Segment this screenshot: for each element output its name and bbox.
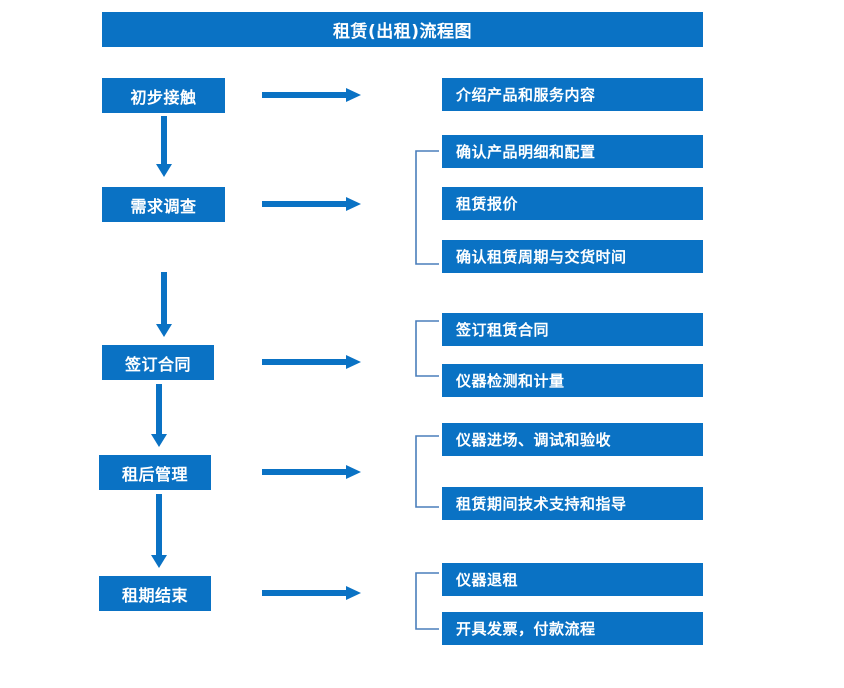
detail-label: 仪器退租 [456,571,519,589]
group-bracket-3 [414,435,440,508]
detail-box-8[interactable]: 租赁期间技术支持和指导 [442,487,703,520]
right-arrow-icon-2 [262,195,362,213]
detail-label: 签订租赁合同 [456,321,550,339]
detail-label: 租赁报价 [456,195,519,213]
stage-label: 签订合同 [124,354,191,374]
detail-label: 开具发票，付款流程 [456,620,596,638]
group-bracket-2 [414,320,440,377]
right-arrow-icon-1 [262,86,362,104]
stage-label: 租后管理 [121,464,188,484]
stage-label: 需求调查 [130,196,197,216]
detail-box-2[interactable]: 确认产品明细和配置 [442,135,703,168]
detail-box-5[interactable]: 签订租赁合同 [442,313,703,346]
stage-box-4[interactable]: 租后管理 [99,455,211,490]
stage-box-2[interactable]: 需求调查 [102,187,225,222]
detail-label: 仪器检测和计量 [456,372,565,390]
down-arrow-icon-4 [150,494,168,569]
stage-box-1[interactable]: 初步接触 [102,78,225,113]
detail-box-10[interactable]: 开具发票，付款流程 [442,612,703,645]
detail-box-4[interactable]: 确认租赁周期与交货时间 [442,240,703,273]
right-arrow-icon-3 [262,353,362,371]
detail-label: 确认租赁周期与交货时间 [456,248,627,266]
detail-label: 确认产品明细和配置 [456,143,596,161]
detail-box-9[interactable]: 仪器退租 [442,563,703,596]
detail-box-7[interactable]: 仪器进场、调试和验收 [442,423,703,456]
detail-box-3[interactable]: 租赁报价 [442,187,703,220]
right-arrow-icon-4 [262,463,362,481]
stage-label: 初步接触 [130,87,197,107]
down-arrow-icon-1 [155,116,173,178]
detail-label: 介绍产品和服务内容 [456,86,596,104]
detail-box-1[interactable]: 介绍产品和服务内容 [442,78,703,111]
page-title: 租赁(出租)流程图 [102,12,703,47]
detail-label: 租赁期间技术支持和指导 [456,495,627,513]
stage-box-5[interactable]: 租期结束 [99,576,211,611]
stage-label: 租期结束 [121,585,188,605]
group-bracket-4 [414,572,440,630]
down-arrow-icon-3 [150,384,168,448]
right-arrow-icon-5 [262,584,362,602]
down-arrow-icon-2 [155,272,173,338]
stage-box-3[interactable]: 签订合同 [102,345,214,380]
group-bracket-1 [414,150,440,265]
detail-label: 仪器进场、调试和验收 [456,431,612,449]
detail-box-6[interactable]: 仪器检测和计量 [442,364,703,397]
